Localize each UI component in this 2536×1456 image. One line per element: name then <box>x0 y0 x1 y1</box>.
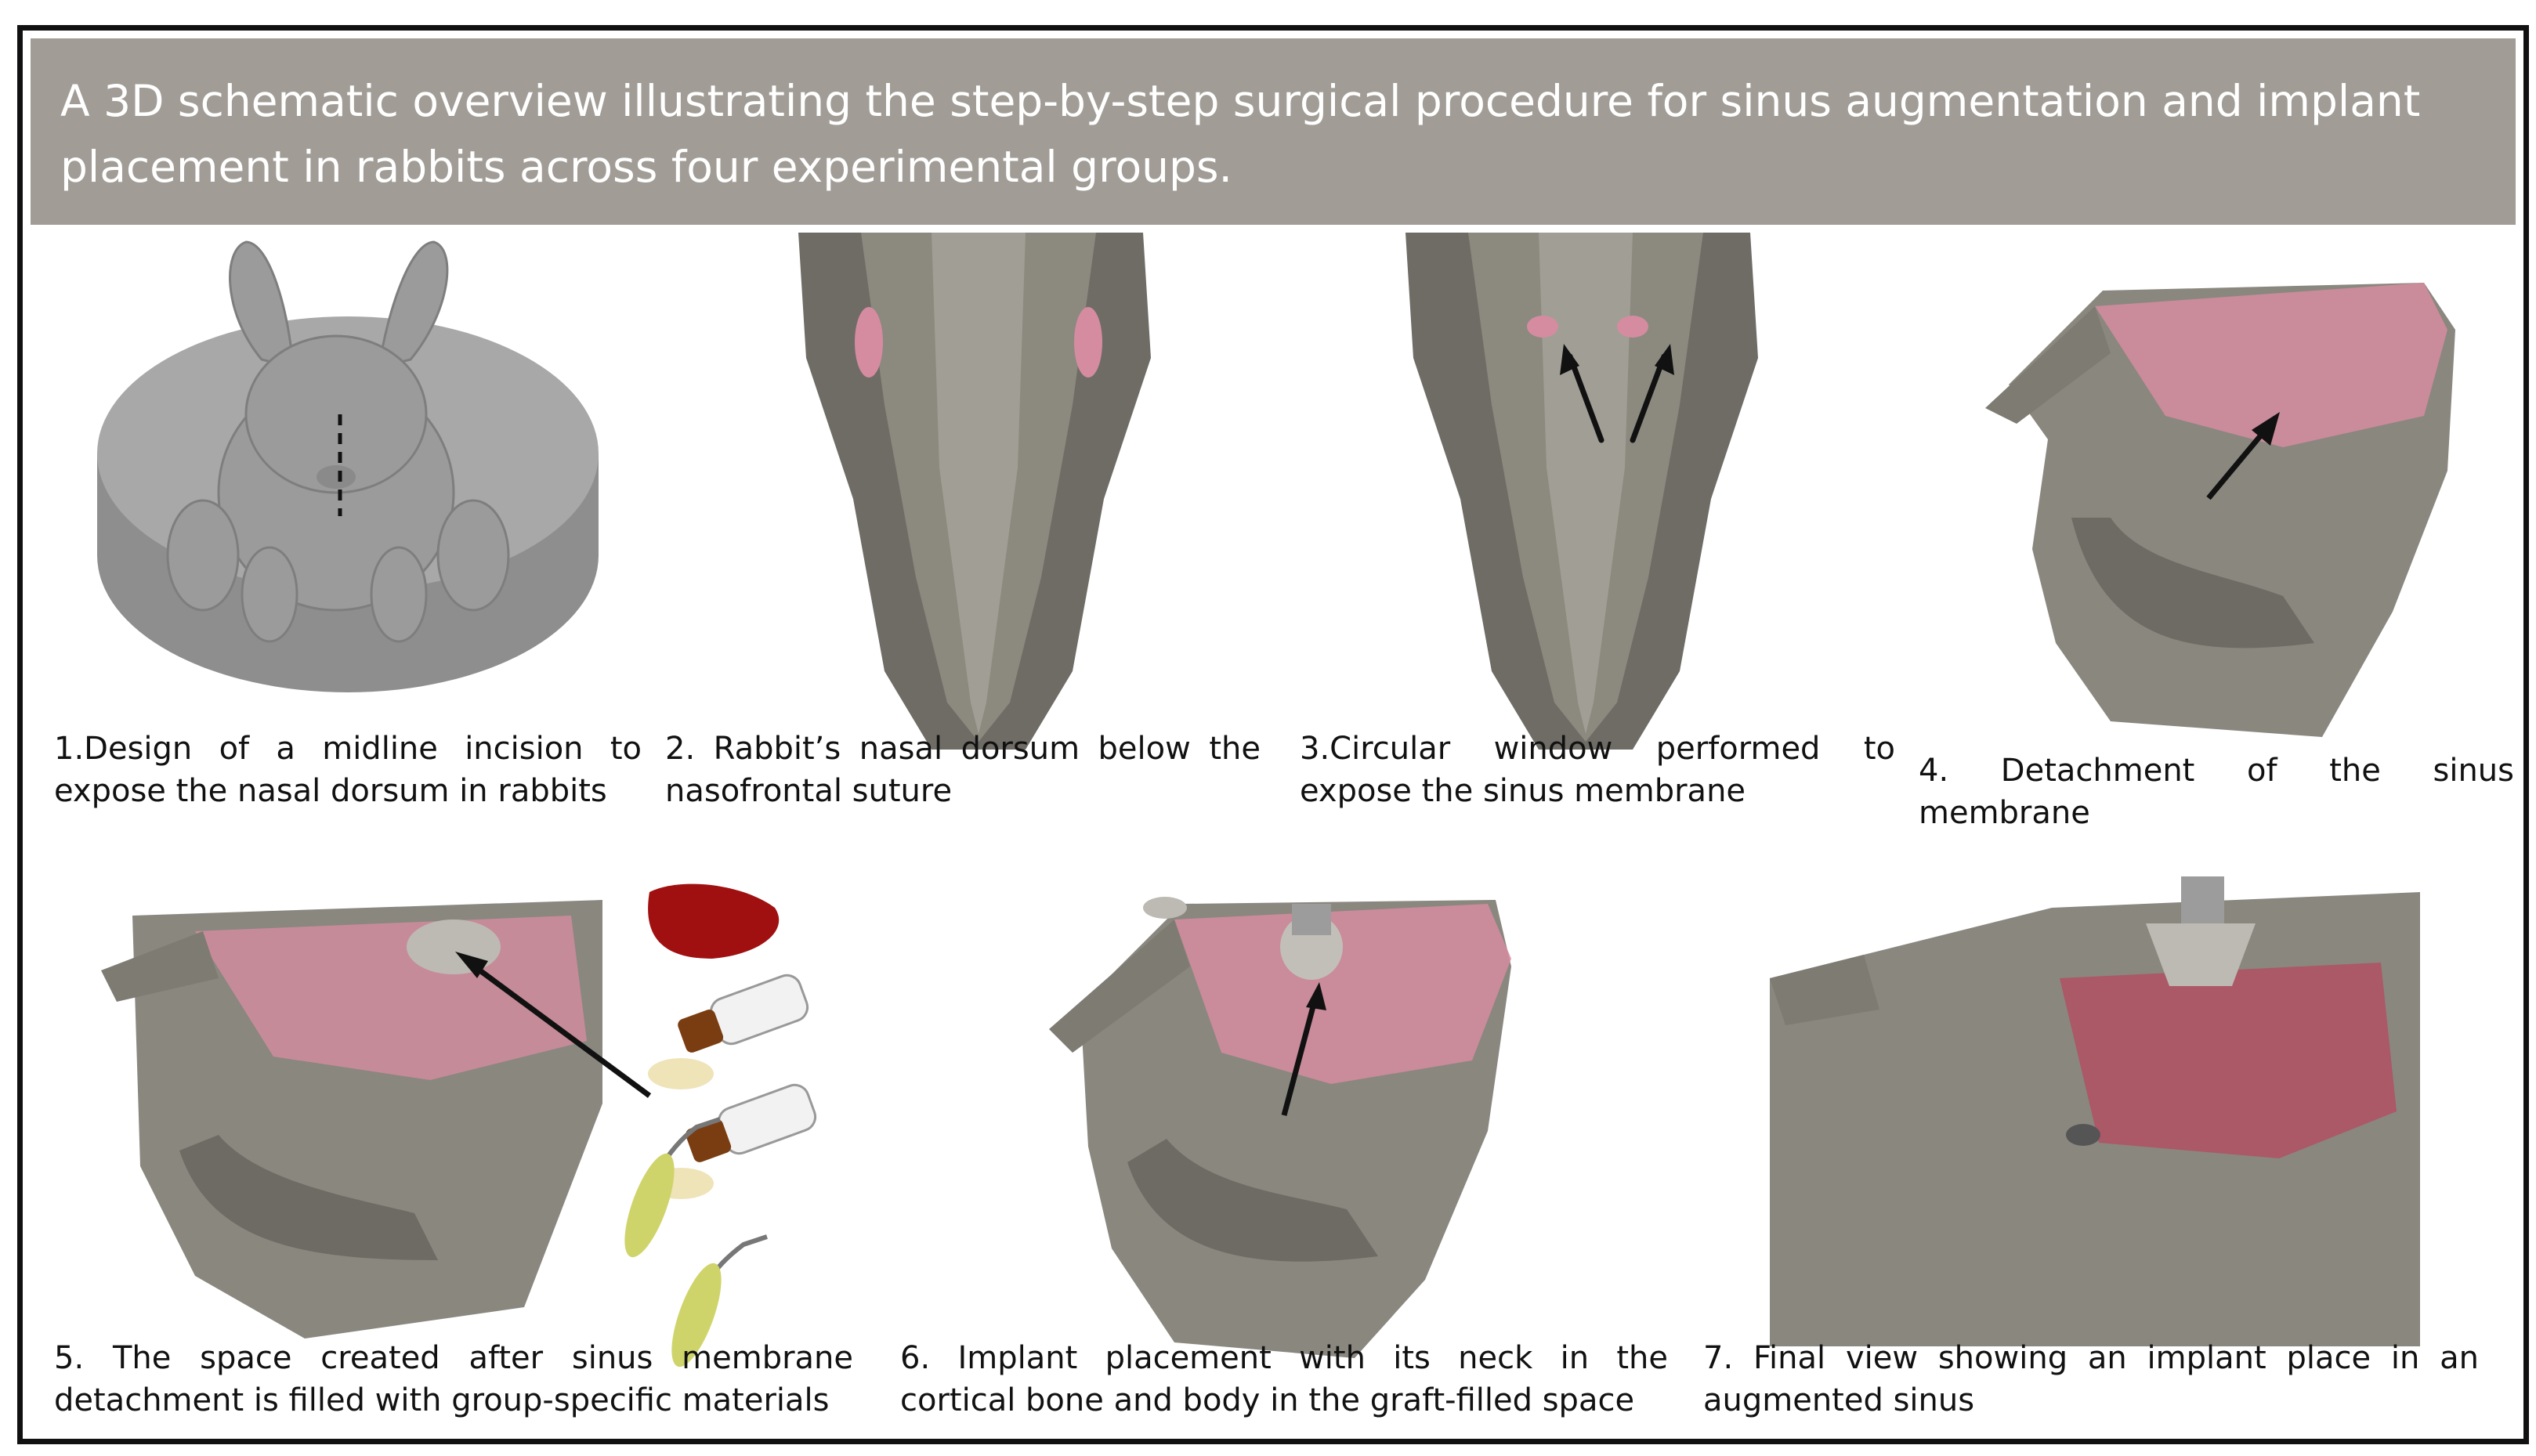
figure-frame: A 3D schematic overview illustrating the… <box>17 25 2529 1444</box>
caption-step-2: 2. Rabbit’s nasal dorsum below the nasof… <box>665 731 1261 809</box>
final-view-illustration <box>1770 876 2420 1346</box>
caption-step-5: 5. The space created after sinus membran… <box>54 1340 853 1418</box>
panel-5-graft-filling <box>101 869 837 1370</box>
panel-6-implant-placement <box>1049 873 1527 1366</box>
membrane-detachment-illustration <box>1985 283 2455 737</box>
graft-filling-illustration <box>101 883 817 1367</box>
panel-1-rabbit-incision <box>66 226 646 712</box>
caption-step-4: 4. Detachment of the sinus membrane <box>1919 753 2514 831</box>
panel-7-final-view <box>1770 876 2451 1346</box>
figure-title: A 3D schematic overview illustrating the… <box>60 76 2421 192</box>
caption-step-3: 3.Circular window performed to expose th… <box>1300 731 1895 809</box>
caption-step-1: 1.Design of a midline incision to expose… <box>54 731 642 809</box>
circular-window-illustration <box>1405 233 1758 750</box>
caption-step-6: 6. Implant placement with its neck in th… <box>900 1340 1668 1418</box>
vial-group <box>678 974 817 1162</box>
figure-header: A 3D schematic overview illustrating the… <box>31 38 2516 225</box>
panel-2-nasal-dorsum <box>775 233 1182 750</box>
implant-placement-illustration <box>1049 897 1511 1358</box>
nasal-dorsum-illustration <box>798 233 1151 750</box>
panel-3-circular-window <box>1382 233 1789 750</box>
rabbit-incision-illustration <box>97 240 599 692</box>
panel-4-membrane-detachment <box>1985 236 2471 753</box>
caption-step-7: 7. Final view showing an implant place i… <box>1703 1340 2479 1418</box>
